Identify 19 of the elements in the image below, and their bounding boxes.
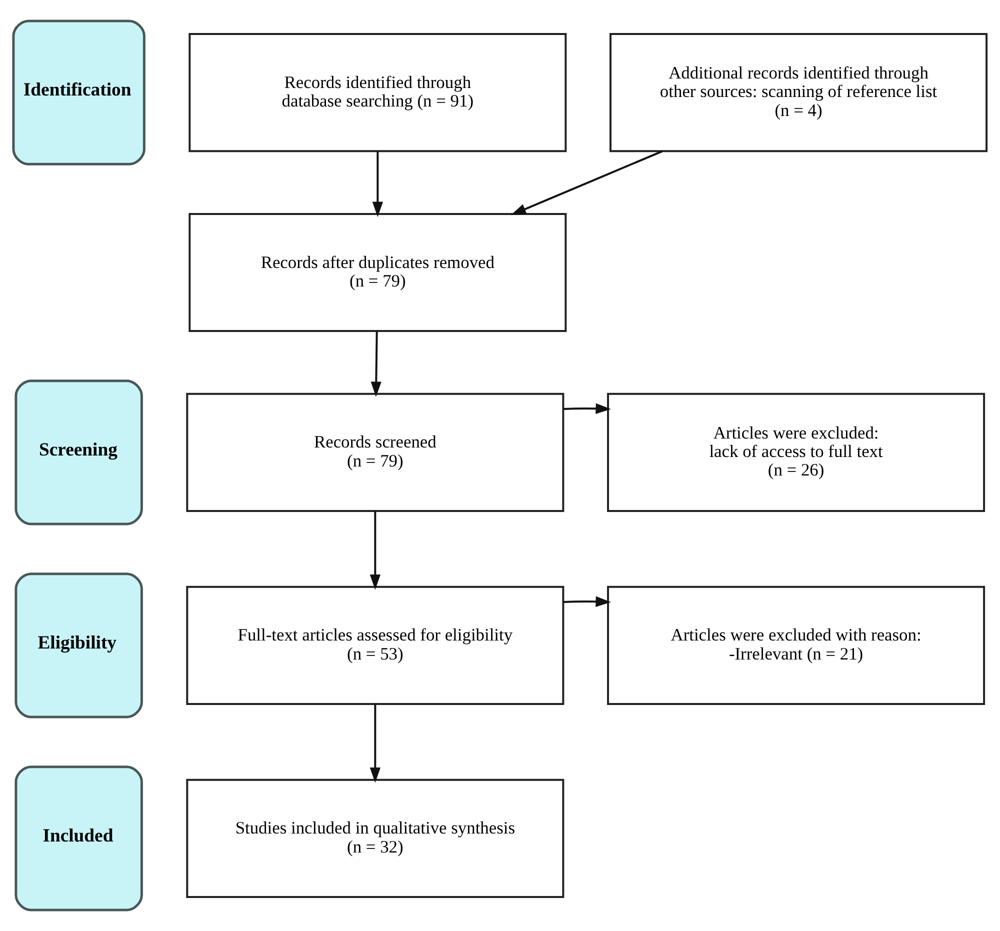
node-box: Studies included in qualitative synthesis (n = 32) [186, 778, 564, 898]
arrow [372, 151, 383, 217]
node-box: Records screened (n = 79) [186, 392, 564, 512]
node-box: Records identified through database searching (n = 91) [188, 33, 567, 152]
node-box: Eligibility [14, 572, 143, 718]
node-box: Additional records identified through other sources: scanning of reference list (n = 4) [610, 33, 988, 152]
arrow [370, 331, 382, 397]
node-box: Articles were excluded with reason: -Irrelevant (n = 21) [607, 586, 986, 705]
node-box: Records after duplicates removed (n = 79) [188, 212, 567, 332]
node-box: Identification [12, 20, 146, 166]
node-box: Articles were excluded: lack of access to full text (n = 26) [607, 392, 986, 512]
arrow [510, 150, 663, 216]
node-box: Screening [14, 380, 143, 526]
arrow [563, 596, 611, 607]
arrow [370, 704, 380, 783]
node-box: Included [14, 766, 143, 912]
arrow [563, 403, 611, 414]
arrow [370, 511, 380, 590]
node-box: Full-text articles assessed for eligibility (n = 53) [186, 586, 564, 705]
